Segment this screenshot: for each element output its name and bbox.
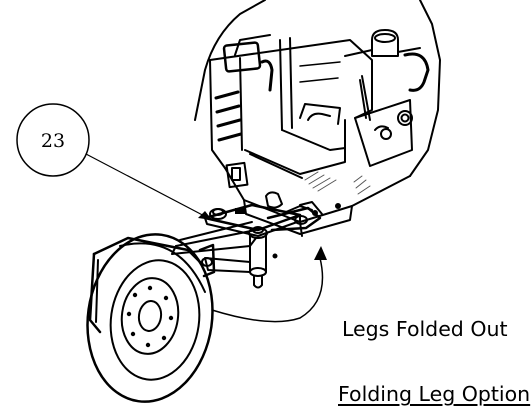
fold-direction-arrow xyxy=(211,246,327,323)
arrowhead xyxy=(314,246,327,260)
leader-arrowhead xyxy=(198,211,212,220)
leader-line xyxy=(85,153,213,221)
caster-wheel xyxy=(86,233,214,403)
callout-23: 23 xyxy=(16,103,213,221)
machine-frame xyxy=(194,0,441,237)
folding-leg-assembly xyxy=(171,201,323,289)
callout-number: 23 xyxy=(41,130,65,152)
folding-leg-option-title: Folding Leg Option xyxy=(338,382,531,406)
legs-folded-out-label: Legs Folded Out xyxy=(342,317,508,341)
callout-circle xyxy=(16,103,90,177)
